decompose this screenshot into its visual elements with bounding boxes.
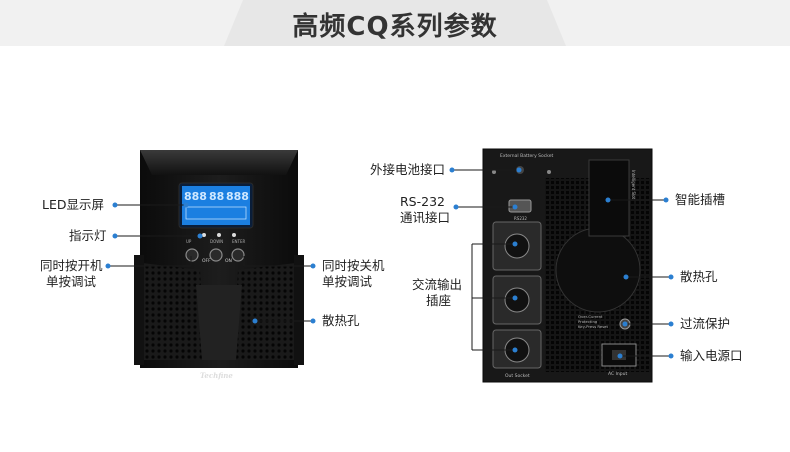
dot-socket-1	[512, 241, 518, 247]
battery-socket-label: External Battery Socket	[500, 153, 553, 159]
callout-indicator: 指示灯	[69, 228, 107, 243]
rs232-port-label: RS232	[514, 216, 527, 221]
dot-ac-input-start	[617, 353, 623, 359]
dot-smart-slot	[663, 197, 669, 203]
lcd-screen	[182, 186, 250, 225]
callout-rs232-line2: 通讯接口	[400, 210, 451, 225]
callout-ac-input: 输入电源口	[680, 348, 743, 363]
front-center-bezel	[196, 285, 242, 360]
dot-front-vent	[310, 318, 316, 324]
callout-front-vent: 散热孔	[322, 313, 360, 328]
indicator-led-1	[202, 233, 206, 237]
on-button-label: ON	[225, 258, 232, 264]
enter-button[interactable]	[231, 248, 245, 262]
callout-press-on-line2: 单按调试	[46, 274, 97, 289]
down-button[interactable]	[209, 248, 223, 262]
indicator-label-enter: ENTER	[232, 239, 245, 244]
dot-rear-vent	[668, 274, 674, 280]
indicator-label-up: UP	[186, 239, 192, 244]
out-socket-label: Out Socket	[505, 373, 530, 379]
callout-press-off-line1: 同时按关机	[322, 258, 385, 273]
callout-rs232-line1: RS-232	[400, 194, 445, 209]
front-side-right	[294, 255, 304, 365]
intelligent-slot-label: Intelligent Slot	[631, 170, 636, 200]
front-vent-right	[233, 262, 304, 360]
dot-led-display-end	[183, 202, 189, 208]
callout-overcurrent: 过流保护	[680, 316, 731, 331]
front-side-left	[134, 255, 144, 365]
callout-press-off-line2: 单按调试	[322, 274, 373, 289]
screw-2	[547, 170, 551, 174]
callout-output-socket: 交流输出 插座	[412, 277, 462, 309]
dot-socket-3	[512, 347, 518, 353]
dot-overcurrent	[668, 321, 674, 327]
overcurrent-label-1: Over-Current	[578, 314, 603, 319]
up-button[interactable]	[185, 248, 199, 262]
dot-battery-port	[449, 167, 455, 173]
front-top-bevel	[140, 150, 298, 175]
overcurrent-label-3: Key-Press Reset	[578, 324, 609, 329]
dot-press-on	[105, 263, 111, 269]
dot-battery-port-end	[516, 167, 522, 173]
dot-ac-input	[668, 353, 674, 359]
callout-battery-port: 外接电池接口	[370, 162, 446, 177]
indicator-led-2	[217, 233, 221, 237]
off-button-label: OFF	[202, 258, 211, 264]
socket-face-2	[504, 287, 530, 313]
dot-overcurrent-start	[622, 321, 628, 327]
screw-1	[492, 170, 496, 174]
dot-smart-slot-start	[605, 197, 611, 203]
callout-press-on: 同时按开机 单按调试	[40, 258, 103, 290]
callout-led-display: LED显示屏	[42, 197, 104, 212]
dot-press-off	[310, 263, 316, 269]
page-title: 高频CQ系列参数	[292, 12, 498, 42]
dot-indicator-end	[197, 233, 203, 239]
dot-rear-vent-start	[623, 274, 629, 280]
indicator-label-down: DOWN	[210, 239, 223, 244]
callout-press-off: 同时按关机 单按调试	[322, 258, 385, 290]
callout-output-socket-line2: 插座	[426, 293, 452, 308]
dot-led-display	[112, 202, 118, 208]
dot-indicator	[112, 233, 118, 239]
callout-output-socket-line1: 交流输出	[412, 277, 463, 292]
brand-logo: Techfine	[200, 371, 233, 380]
callout-rear-vent: 散热孔	[680, 269, 718, 284]
front-vent-left	[134, 262, 205, 360]
dot-rs232	[453, 204, 459, 210]
socket-face-1	[504, 233, 530, 259]
callout-press-on-line1: 同时按开机	[40, 258, 103, 273]
callout-smart-slot: 智能插槽	[675, 192, 726, 207]
dot-socket-2	[512, 295, 518, 301]
dot-rs232-end	[512, 204, 518, 210]
banner-trapezoid	[224, 0, 566, 46]
indicator-led-3	[232, 233, 236, 237]
lcd-diagram	[185, 206, 247, 220]
lcd-right-digits: 888	[226, 190, 249, 203]
ac-input-label: AC Input	[608, 371, 627, 377]
dot-front-vent-start	[252, 318, 258, 324]
lcd-mid-digits: 88	[209, 190, 224, 203]
overcurrent-label-2: Protecting	[578, 319, 598, 324]
lcd-left-digits: 888	[184, 190, 207, 203]
callout-rs232: RS-232 通讯接口	[400, 194, 450, 226]
